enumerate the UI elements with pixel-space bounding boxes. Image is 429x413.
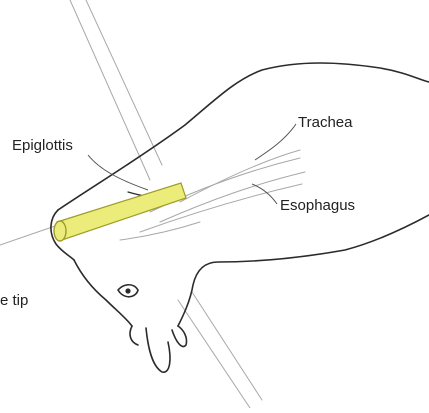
- tube-opening: [54, 221, 66, 241]
- eye-shape: [118, 285, 138, 297]
- leader-lines: [88, 124, 296, 204]
- label-trachea: Trachea: [298, 114, 353, 131]
- label-epiglottis: Epiglottis: [12, 137, 73, 154]
- label-esophagus: Esophagus: [280, 197, 355, 214]
- endotracheal-tube: [54, 183, 186, 241]
- label-tube-tip: e tip: [0, 292, 28, 309]
